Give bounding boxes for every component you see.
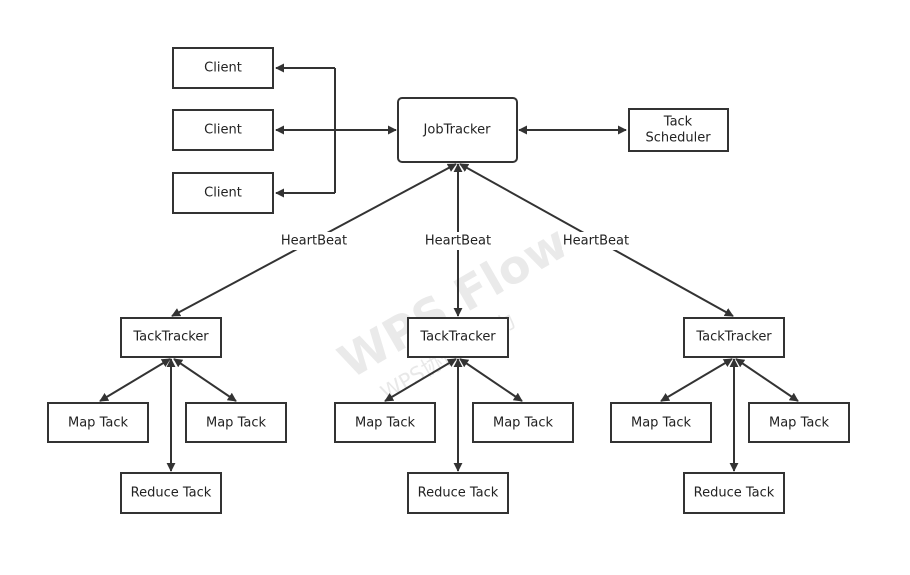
maptack-middle-b-label: Map Tack	[493, 416, 553, 431]
tack-scheduler-label-line1: Tack	[663, 115, 693, 130]
client-node-2-label: Client	[204, 123, 242, 138]
maptack-node-left-b[interactable]: Map Tack	[185, 402, 287, 443]
client-node-1-label: Client	[204, 61, 242, 76]
edge-right-maptack-a	[660, 358, 733, 402]
edge-middle-maptack-b	[459, 358, 523, 402]
maptack-left-a-label: Map Tack	[68, 416, 128, 431]
maptack-node-right-a[interactable]: Map Tack	[610, 402, 712, 443]
client-node-1[interactable]: Client	[172, 47, 274, 89]
maptack-left-b-label: Map Tack	[206, 416, 266, 431]
tacktracker-left-label: TackTracker	[132, 330, 209, 345]
tack-scheduler-label-line2: Scheduler	[645, 131, 711, 146]
tacktracker-node-right[interactable]: TackTracker	[683, 317, 785, 358]
reducetack-left-label: Reduce Tack	[131, 486, 212, 501]
heartbeat-label-right: HeartBeat	[563, 234, 629, 249]
client-connectors	[275, 63, 397, 198]
reducetack-node-right[interactable]: Reduce Tack	[683, 472, 785, 514]
right-tracker-edges	[660, 358, 799, 472]
jobtracker-node[interactable]: JobTracker	[397, 97, 518, 163]
reducetack-right-label: Reduce Tack	[694, 486, 775, 501]
tacktracker-node-middle[interactable]: TackTracker	[407, 317, 509, 358]
tacktracker-middle-label: TackTracker	[419, 330, 496, 345]
reducetack-middle-label: Reduce Tack	[418, 486, 499, 501]
left-tracker-edges	[99, 358, 237, 472]
reducetack-node-left[interactable]: Reduce Tack	[120, 472, 222, 514]
middle-tracker-edges	[384, 358, 523, 472]
heartbeat-label-left: HeartBeat	[281, 234, 347, 249]
edge-left-maptack-b	[173, 358, 237, 402]
maptack-node-middle-a[interactable]: Map Tack	[334, 402, 436, 443]
edge-right-maptack-b	[735, 358, 799, 402]
client-node-2[interactable]: Client	[172, 109, 274, 151]
client-node-3[interactable]: Client	[172, 172, 274, 214]
heartbeat-label-middle-group: HeartBeat	[424, 232, 492, 250]
maptack-node-middle-b[interactable]: Map Tack	[472, 402, 574, 443]
tacktracker-node-left[interactable]: TackTracker	[120, 317, 222, 358]
heartbeat-label-left-group: HeartBeat	[280, 232, 348, 250]
client-node-3-label: Client	[204, 186, 242, 201]
heartbeat-label-right-group: HeartBeat	[562, 232, 630, 250]
maptack-right-a-label: Map Tack	[631, 416, 691, 431]
maptack-node-right-b[interactable]: Map Tack	[748, 402, 850, 443]
jobtracker-node-label: JobTracker	[423, 123, 492, 138]
edge-middle-maptack-a	[384, 358, 457, 402]
edge-left-maptack-a	[99, 358, 171, 402]
maptack-middle-a-label: Map Tack	[355, 416, 415, 431]
reducetack-node-middle[interactable]: Reduce Tack	[407, 472, 509, 514]
tack-scheduler-node[interactable]: Tack Scheduler	[628, 108, 729, 152]
tacktracker-right-label: TackTracker	[695, 330, 772, 345]
maptack-right-b-label: Map Tack	[769, 416, 829, 431]
maptack-node-left-a[interactable]: Map Tack	[47, 402, 149, 443]
heartbeat-label-middle: HeartBeat	[425, 234, 491, 249]
